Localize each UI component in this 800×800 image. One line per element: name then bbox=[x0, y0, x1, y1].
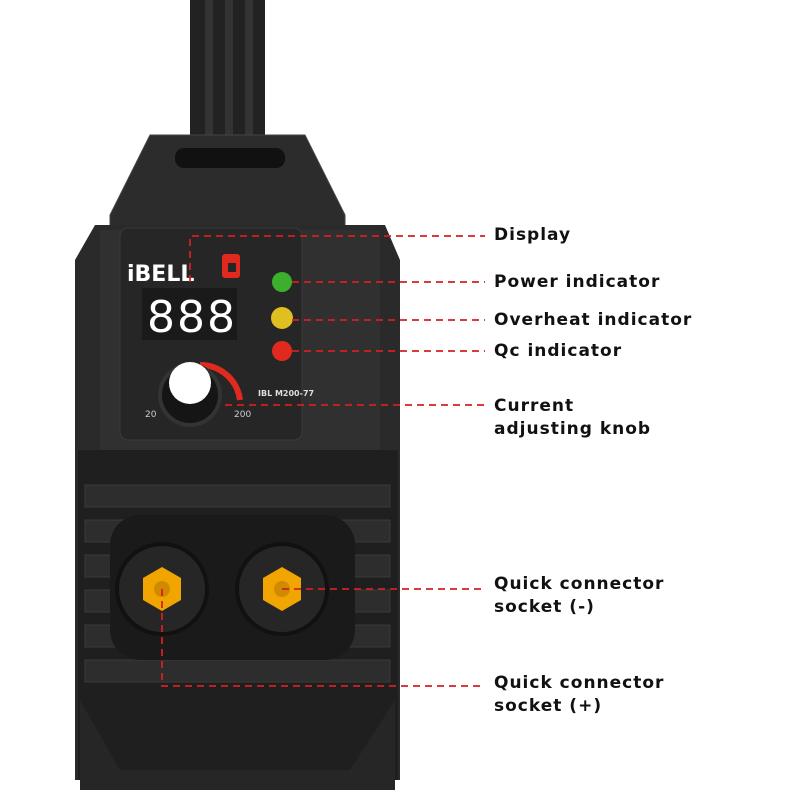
label-overheat-indicator: Overheat indicator bbox=[494, 310, 693, 330]
overheat-led bbox=[271, 307, 293, 329]
label-socket-pos-line2: socket (+) bbox=[494, 696, 603, 716]
knob-max-label: 200 bbox=[234, 410, 251, 420]
digital-display bbox=[142, 288, 237, 340]
brand-logo: iBELL bbox=[127, 254, 240, 287]
display-digits: 888 bbox=[147, 292, 237, 343]
svg-text:iBELL: iBELL bbox=[127, 262, 194, 287]
label-knob-line2: adjusting knob bbox=[494, 419, 652, 439]
model-number: IBL M200-77 bbox=[258, 389, 314, 398]
qc-led bbox=[272, 341, 292, 361]
handle-slot bbox=[175, 148, 285, 168]
power-led bbox=[272, 272, 292, 292]
label-socket-pos-line1: Quick connector bbox=[494, 673, 665, 693]
label-qc-indicator: Qc indicator bbox=[494, 341, 623, 361]
knob-min-label: 20 bbox=[145, 410, 157, 420]
label-display: Display bbox=[494, 225, 572, 245]
power-cable bbox=[190, 0, 265, 140]
label-power-indicator: Power indicator bbox=[494, 272, 661, 292]
label-socket-neg-line1: Quick connector bbox=[494, 574, 665, 594]
label-socket-neg-line2: socket (-) bbox=[494, 597, 595, 617]
leader-lines bbox=[161, 235, 485, 687]
label-knob-line1: Current bbox=[494, 396, 575, 416]
